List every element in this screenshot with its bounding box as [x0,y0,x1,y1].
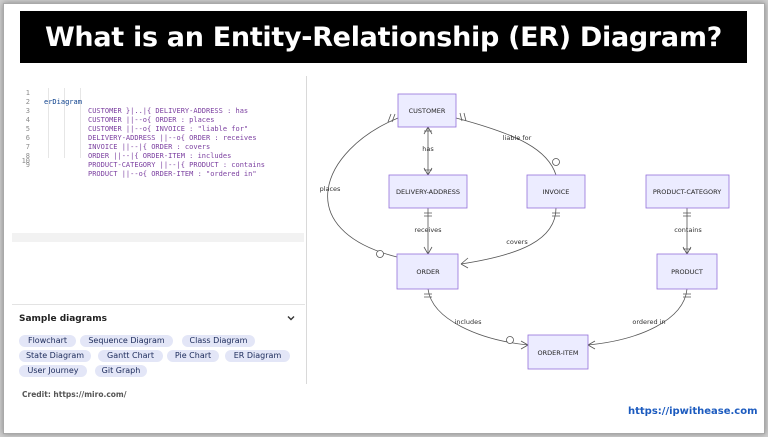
entity-customer: CUSTOMER [397,93,457,128]
code-line: 1 erDiagram [12,80,82,106]
label-liable-for: liable for [503,134,532,142]
code-line: 7 ORDER ||--|{ ORDER-ITEM : includes [12,134,232,160]
entity-product: PRODUCT [656,253,718,290]
code-line: 10 [12,157,30,166]
edge-marker [552,158,560,166]
svg-text:PRODUCT: PRODUCT [671,268,703,276]
code-editor[interactable]: 1 erDiagram 2 CUSTOMER }|..|{ DELIVERY-A… [12,76,304,300]
edge-marker [459,112,467,122]
chip-class-diagram[interactable]: Class Diagram [182,335,255,347]
indent-guide [64,88,65,158]
edge-marker [683,212,691,217]
code-text: PRODUCT ||--o{ ORDER-ITEM : "ordered in" [88,170,257,178]
svg-text:CUSTOMER: CUSTOMER [409,107,446,115]
code-line: 5 DELIVERY-ADDRESS ||--o{ ORDER : receiv… [12,116,257,142]
label-has: has [422,145,434,153]
svg-text:PRODUCT-CATEGORY: PRODUCT-CATEGORY [653,188,721,196]
edge-marker [682,246,692,255]
code-text: ORDER ||--|{ ORDER-ITEM : includes [88,152,232,160]
site-link[interactable]: https://ipwithease.com [628,406,758,417]
svg-text:ORDER-ITEM: ORDER-ITEM [538,349,579,357]
sample-diagrams-heading: Sample diagrams [19,314,107,324]
edge-marker [506,336,514,344]
code-line: 2 CUSTOMER }|..|{ DELIVERY-ADDRESS : has [12,89,248,115]
edge-marker [460,257,469,269]
code-line: 4 CUSTOMER ||--o{ INVOICE : "liable for" [12,107,248,133]
line-number: 9 [25,161,30,169]
label-covers: covers [506,238,528,246]
chip-er-diagram[interactable]: ER Diagram [225,350,290,362]
chip-git-graph[interactable]: Git Graph [95,365,147,377]
edge-product-orderitem [587,288,688,346]
edge-marker [376,250,384,258]
line-number: 3 [25,107,30,115]
label-includes: includes [455,318,483,326]
edge-marker [520,340,529,350]
panel-divider [306,76,307,384]
code-line: 8 PRODUCT-CATEGORY ||--|{ PRODUCT : cont… [12,143,265,169]
chip-sequence-diagram[interactable]: Sequence Diagram [80,335,173,347]
line-number: 7 [25,143,30,151]
line-number: 6 [25,134,30,142]
page-title: What is an Entity-Relationship (ER) Diag… [44,21,723,53]
title-banner: What is an Entity-Relationship (ER) Diag… [20,11,747,63]
code-text: PRODUCT-CATEGORY ||--|{ PRODUCT : contai… [88,161,266,169]
edge-marker [424,212,432,217]
code-line: 3 CUSTOMER ||--o{ ORDER : places [12,98,215,124]
line-number: 8 [25,152,30,160]
line-number: 5 [25,125,30,133]
indent-guide [48,88,49,158]
entity-invoice: INVOICE [526,174,586,209]
chip-state-diagram[interactable]: State Diagram [19,350,91,362]
edge-invoice-order [460,207,557,265]
chip-user-journey[interactable]: User Journey [19,365,87,377]
chip-pie-chart[interactable]: Pie Chart [167,350,219,362]
label-contains: contains [674,226,702,234]
svg-text:DELIVERY-ADDRESS: DELIVERY-ADDRESS [396,188,460,196]
code-text: erDiagram [44,98,82,106]
code-line: 6 INVOICE ||--|{ ORDER : covers [12,125,210,151]
credit-text: Credit: https://miro.com/ [22,390,127,399]
edge-marker [552,212,560,217]
label-places: places [320,185,341,193]
line-number: 10 [21,157,30,165]
code-text: DELIVERY-ADDRESS ||--o{ ORDER : receives [88,134,257,142]
edge-marker [423,167,433,176]
edge-marker [387,113,396,123]
svg-text:INVOICE: INVOICE [543,188,570,196]
code-text: CUSTOMER }|..|{ DELIVERY-ADDRESS : has [88,107,249,115]
edge-marker [424,293,432,298]
edge-marker [683,293,691,298]
line-number: 1 [25,89,30,97]
entity-delivery-address: DELIVERY-ADDRESS [388,174,468,209]
label-receives: receives [414,226,442,234]
svg-text:ORDER: ORDER [416,268,440,276]
entity-order: ORDER [396,253,459,290]
edge-marker [423,126,433,135]
edge-marker [423,246,433,255]
active-line-highlight [12,233,304,242]
code-text: INVOICE ||--|{ ORDER : covers [88,143,211,151]
label-ordered-in: ordered in [632,318,665,326]
edge-customer-order [327,117,399,258]
edge-marker [587,340,596,350]
chip-flowchart[interactable]: Flowchart [19,335,76,347]
indent-guide [80,88,81,158]
code-text: CUSTOMER ||--o{ ORDER : places [88,116,215,124]
chevron-down-icon[interactable] [286,313,296,323]
entity-product-category: PRODUCT-CATEGORY [645,174,730,209]
chip-gantt-chart[interactable]: Gantt Chart [98,350,163,362]
section-divider [12,304,305,305]
code-text: CUSTOMER ||--o{ INVOICE : "liable for" [88,125,249,133]
entity-order-item: ORDER-ITEM [527,334,589,370]
code-line: 9 PRODUCT ||--o{ ORDER-ITEM : "ordered i… [12,152,257,178]
edge-customer-invoice [455,117,557,176]
edge-order-orderitem [427,288,529,346]
line-number: 4 [25,116,30,124]
line-number: 2 [25,98,30,106]
